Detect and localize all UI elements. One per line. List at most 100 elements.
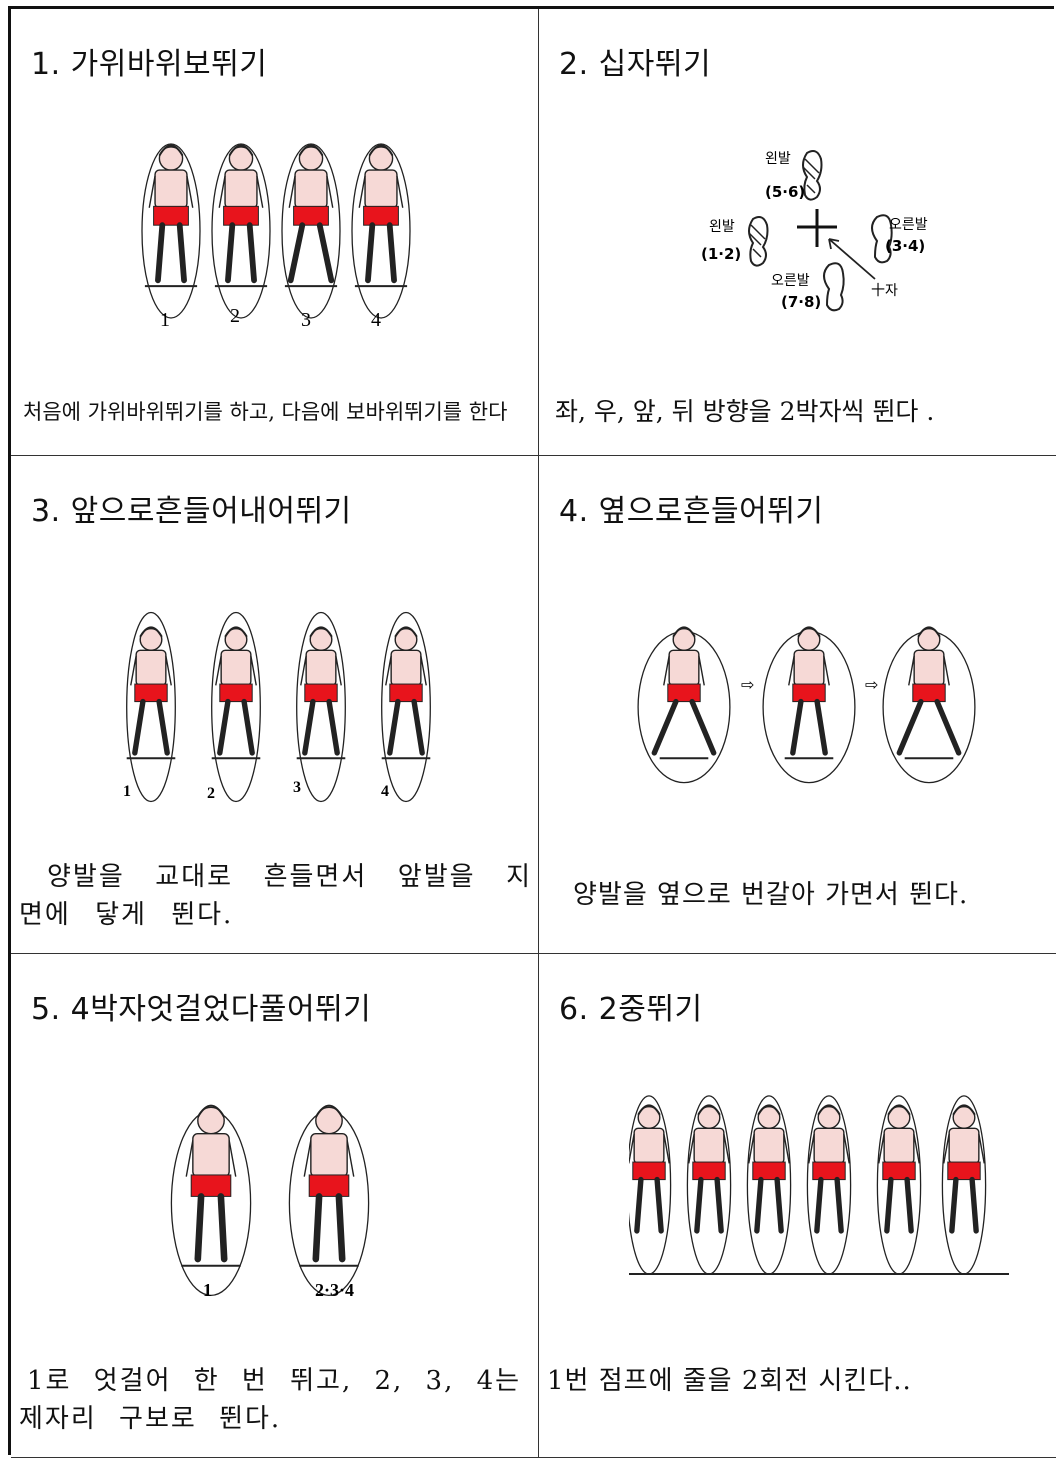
cross-jump-diagram: 왼발 (5·6) 왼발 (1·2) 오른발 (3·4) 오른발 (7·8) [679,139,939,319]
torso [295,170,327,208]
figure-label: 2·3·4 [315,1280,354,1300]
torso [221,650,251,685]
diagram-label: 十자 [871,283,898,299]
jumper-figure [877,1096,920,1274]
shorts [294,206,329,225]
legs [368,225,394,280]
jumper-figure [382,613,431,802]
right-foot-icon [824,263,844,310]
torso [814,1128,844,1163]
jumper-figure [807,1096,850,1274]
jumper-figure [942,1096,985,1274]
torso [306,650,336,685]
legs [899,702,958,753]
legs [228,225,254,280]
torso [225,170,257,208]
jumper-figure [883,627,975,782]
torso [949,1128,979,1163]
legs [198,1196,224,1259]
cell-title: 1. 가위바위보뛰기 [31,39,267,83]
shorts [913,684,945,702]
diagram-label: 왼발 [765,151,791,167]
torso [634,1128,664,1163]
diagram-label: 오른발 [889,217,928,233]
figure-label: 1 [123,783,131,800]
cross-uncross-jump-illustration: 1 2·3·4 [151,1084,411,1304]
cell-title: 2. 십자뛰기 [559,39,711,83]
torso [365,170,397,208]
jumper-figure [747,1096,790,1274]
figure-label: 1 [203,1280,212,1300]
shorts [154,206,189,225]
shorts [191,1175,231,1196]
shorts [305,684,337,702]
legs [757,1180,781,1231]
figure-label: 3 [301,309,311,331]
diagram-count: (3·4) [885,237,925,255]
shorts [668,684,700,702]
torso [884,1128,914,1163]
jumper-figure [142,144,200,318]
cell-1: 1. 가위바위보뛰기 1 2 3 4 처음에 가위바위뛰기를 하고, 다음에 보… [11,9,539,456]
arrow-icon: ⇨ [865,675,878,694]
shorts [883,1162,915,1180]
cell-caption: 양발을 교대로 흔들면서 앞발을 지면에 닿게 뛴다. [19,858,532,934]
torso [136,650,166,685]
arrow-icon: ⇨ [741,675,754,694]
shorts [390,684,422,702]
shorts [364,206,399,225]
exercise-table: 1. 가위바위보뛰기 1 2 3 4 처음에 가위바위뛰기를 하고, 다음에 보… [8,6,1054,1455]
torso [155,170,187,208]
shorts [220,684,252,702]
jumper-figure [638,627,730,782]
legs [220,702,252,753]
shorts [793,684,825,702]
torso [694,1128,724,1163]
shorts [633,1162,665,1180]
cell-2: 2. 십자뛰기 왼발 (5·6) 왼발 (1·2) [539,9,1056,456]
diagram-label: 왼발 [709,219,735,235]
cell-title: 4. 옆으로흔들어뛰기 [559,486,823,530]
cell-caption: 좌, 우, 앞, 뒤 방향을 2박자씩 뛴다 . [555,393,1050,431]
torso [193,1134,229,1177]
legs [305,702,337,753]
figure-label: 4 [371,309,381,331]
rock-paper-jump-illustration: 1 2 3 4 [131,134,421,334]
diagram-label: 오른발 [771,273,810,289]
jumper-figure [297,613,346,802]
forward-swing-jump-illustration: 1 2 3 4 [101,586,461,806]
legs [135,702,167,753]
double-under-jump-illustration [629,1084,1009,1304]
cell-4: 4. 옆으로흔들어뛰기 ⇨⇨ 양발을 옆으로 번갈아 가면서 뛴다. [539,456,1056,954]
diagram-count: (7·8) [781,293,821,311]
shorts [753,1162,785,1180]
legs [887,1180,911,1231]
legs [793,702,825,753]
cell-caption: 1로 엇걸어 한 번 뛰고, 2, 3, 4는 제자리 구보로 뛴다. [19,1362,532,1438]
torso [391,650,421,685]
legs [817,1180,841,1231]
torso [669,650,699,685]
shorts [309,1175,349,1196]
figure-label: 2 [230,305,240,327]
jumper-figure [289,1106,368,1296]
jumper-figure [282,144,340,318]
jumper-figure [127,613,176,802]
cell-caption: 1번 점프에 줄을 2회전 시킨다.. [547,1362,1050,1400]
jumper-figure [352,144,410,318]
legs [952,1180,976,1231]
jumper-figure [212,144,270,318]
jumper-figure [763,627,855,782]
left-foot-icon [803,151,822,200]
legs [697,1180,721,1231]
legs [291,225,332,280]
torso [754,1128,784,1163]
shorts [813,1162,845,1180]
jumper-figure [212,613,261,802]
torso [914,650,944,685]
cell-6: 6. 2중뛰기 1번 점프에 줄을 2회전 시킨다.. [539,954,1056,1458]
shorts [135,684,167,702]
legs [316,1196,342,1259]
left-foot-icon [749,217,768,266]
torso [794,650,824,685]
